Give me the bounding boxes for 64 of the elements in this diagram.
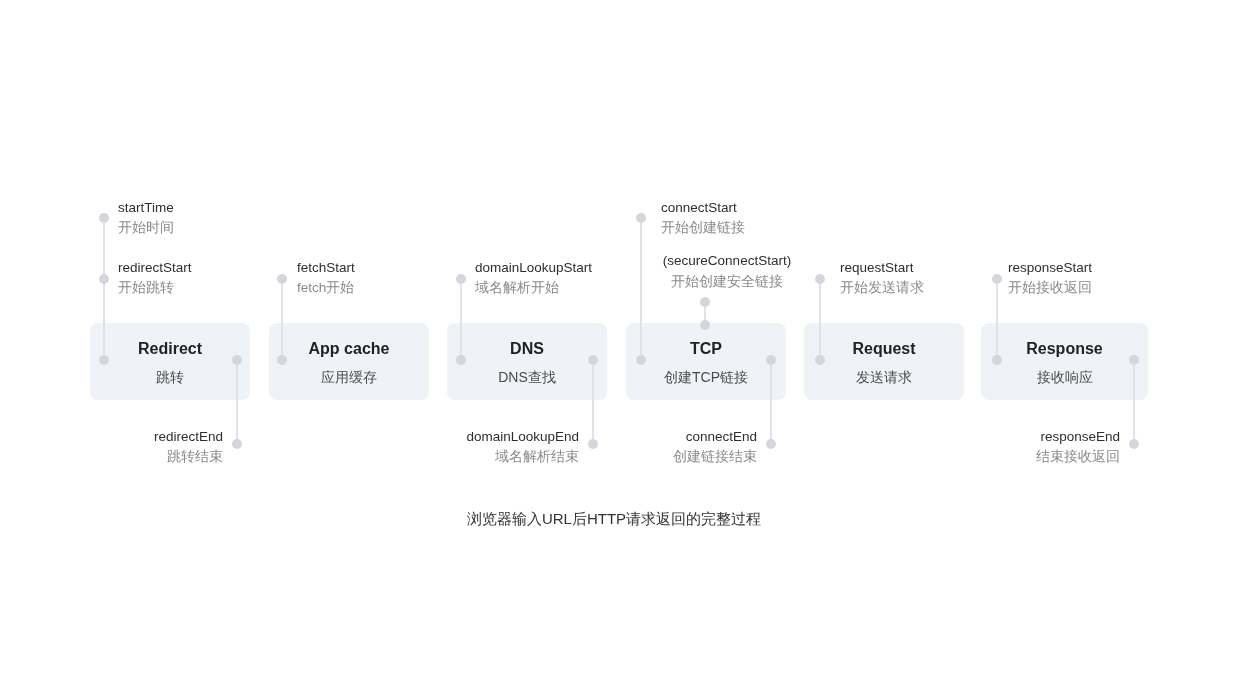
event-name: responseStart xyxy=(1008,259,1093,277)
dot-icon xyxy=(815,355,825,365)
stage-title: TCP xyxy=(690,339,722,359)
stage-box xyxy=(981,323,1148,400)
leader-line xyxy=(766,364,776,449)
dot-icon xyxy=(99,355,109,365)
event-name: connectEnd xyxy=(685,428,757,446)
dot-icon xyxy=(992,355,1002,365)
event-name: (secureConnectStart) xyxy=(662,252,792,270)
event-description: 开始发送请求 xyxy=(840,279,924,297)
dot-icon xyxy=(636,355,646,365)
dot-icon xyxy=(588,355,598,365)
event-description: 创建链接结束 xyxy=(673,448,757,466)
leader-line xyxy=(815,274,825,356)
dot-icon xyxy=(277,355,287,365)
event-description: 结束接收返回 xyxy=(1036,448,1120,466)
event-description: 开始时间 xyxy=(118,219,174,237)
dot-icon xyxy=(232,355,242,365)
stage-subtitle: 创建TCP链接 xyxy=(664,368,748,387)
stage-box xyxy=(90,323,250,400)
leader-line xyxy=(1129,364,1139,449)
stage-box xyxy=(269,323,429,400)
stage-title: Response xyxy=(1026,339,1103,359)
event-name: redirectStart xyxy=(118,259,192,277)
event-description: 开始创建链接 xyxy=(661,219,745,237)
event-description: 域名解析结束 xyxy=(495,448,579,466)
leader-line xyxy=(992,274,1002,356)
stage-box xyxy=(804,323,964,400)
dot-icon xyxy=(1129,355,1139,365)
event-description: fetch开始 xyxy=(297,279,355,297)
event-description: 开始跳转 xyxy=(118,279,174,297)
stage-title: Redirect xyxy=(138,339,202,359)
stage-title: App cache xyxy=(308,339,390,359)
event-name: domainLookupStart xyxy=(475,259,593,277)
caption: 浏览器输入URL后HTTP请求返回的完整过程 xyxy=(466,509,762,529)
leader-line xyxy=(232,364,242,449)
dot-icon xyxy=(456,355,466,365)
event-name: connectStart xyxy=(661,199,737,217)
event-description: 域名解析开始 xyxy=(475,279,559,297)
stage-title: Request xyxy=(852,339,916,359)
dot-icon xyxy=(766,355,776,365)
event-description: 开始创建安全链接 xyxy=(671,273,783,291)
event-name: requestStart xyxy=(840,259,914,277)
event-name: redirectEnd xyxy=(153,428,223,446)
stage-title: DNS xyxy=(510,339,544,359)
event-description: 跳转结束 xyxy=(167,448,223,466)
stage-subtitle: DNS查找 xyxy=(498,368,556,387)
stage-subtitle: 发送请求 xyxy=(856,368,912,387)
leader-line xyxy=(456,274,466,356)
leader-line xyxy=(700,297,710,321)
dot-icon xyxy=(700,320,710,330)
leader-line xyxy=(588,364,598,449)
leader-line xyxy=(277,274,287,356)
event-name: fetchStart xyxy=(297,259,355,277)
stage-subtitle: 跳转 xyxy=(156,368,184,387)
event-name: domainLookupEnd xyxy=(466,428,579,446)
event-name: startTime xyxy=(118,199,174,217)
leader-line xyxy=(636,213,646,356)
stage-subtitle: 接收响应 xyxy=(1036,368,1093,387)
stage-subtitle: 应用缓存 xyxy=(321,368,377,387)
stage-box xyxy=(447,323,607,400)
stage-box xyxy=(626,323,786,400)
event-name: responseEnd xyxy=(1040,428,1120,446)
event-description: 开始接收返回 xyxy=(1008,279,1092,297)
